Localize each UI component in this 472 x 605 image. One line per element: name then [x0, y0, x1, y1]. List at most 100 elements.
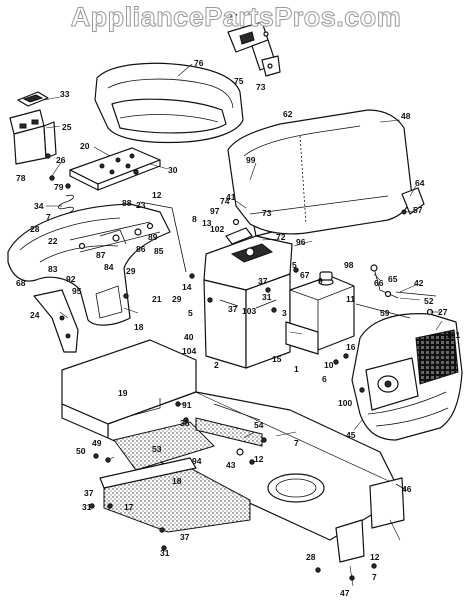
callout-19: 19: [118, 388, 128, 398]
callout-47: 47: [340, 588, 350, 598]
callout-50: 50: [76, 446, 86, 456]
callout-41: 41: [226, 192, 236, 202]
callout-2: 2: [214, 360, 219, 370]
callout-76: 76: [194, 58, 204, 68]
callout-15: 15: [272, 354, 282, 364]
callout-24: 24: [30, 310, 40, 320]
callout-8: 8: [192, 214, 197, 224]
callout-74: 74: [220, 196, 230, 206]
callout-77: 77: [228, 12, 238, 22]
fasteners: [45, 153, 377, 581]
battery: [9, 91, 57, 165]
callout-84: 84: [104, 262, 114, 272]
callout-9: 9: [318, 276, 323, 286]
callout-59: 59: [380, 308, 390, 318]
floor-mats: [99, 421, 251, 533]
callout-3: 3: [282, 308, 287, 318]
callout-53: 53: [152, 444, 162, 454]
callout-48: 48: [401, 111, 411, 121]
callout-22: 22: [48, 236, 58, 246]
callout-27: 27: [438, 307, 448, 317]
callout-64: 64: [415, 178, 425, 188]
callout-36: 36: [180, 418, 190, 428]
callout-66: 66: [374, 278, 384, 288]
callout-72: 72: [276, 232, 286, 242]
callout-28-b: 28: [306, 552, 316, 562]
callout-98: 98: [344, 260, 354, 270]
linkage: [69, 201, 187, 273]
callout-31-c: 31: [160, 548, 170, 558]
callout-75: 75: [234, 76, 244, 86]
callout-7-a: 7: [46, 212, 51, 222]
callout-37-b: 37: [228, 304, 238, 314]
callout-6: 6: [322, 374, 327, 384]
callout-91: 91: [182, 400, 192, 410]
callout-34: 34: [34, 201, 44, 211]
callout-14: 14: [182, 282, 192, 292]
seat-switch-bracket: [227, 21, 281, 77]
callout-12: 12: [152, 190, 162, 200]
callout-86: 86: [136, 244, 146, 254]
callout-13: 13: [202, 218, 212, 228]
callout-31-b: 31: [82, 502, 92, 512]
callout-65: 65: [388, 274, 398, 284]
footrest: [195, 417, 263, 456]
side-bracket: [33, 289, 79, 353]
callout-23: 23: [136, 200, 146, 210]
callout-7-b: 7: [294, 438, 299, 448]
callout-73: 73: [256, 82, 266, 92]
callout-16: 16: [346, 342, 356, 352]
callout-12-c: 12: [370, 552, 380, 562]
grille: [351, 313, 463, 441]
callout-68: 68: [16, 278, 26, 288]
callout-10: 10: [324, 360, 334, 370]
callout-31-a: 31: [262, 292, 272, 302]
rear-brackets: [335, 477, 407, 563]
callout-85: 85: [154, 246, 164, 256]
callout-97: 97: [210, 206, 220, 216]
callout-5-b: 5: [188, 308, 193, 318]
callout-101: 101: [446, 330, 460, 340]
dash-panel: [203, 235, 293, 369]
callout-29-b: 29: [172, 294, 182, 304]
callout-20: 20: [80, 141, 90, 151]
callout-11: 11: [346, 294, 355, 304]
callout-37-a: 37: [258, 276, 268, 286]
callout-17: 17: [124, 502, 134, 512]
callout-28-a: 28: [30, 224, 40, 234]
callout-52: 52: [424, 296, 434, 306]
rear-fender: [7, 203, 171, 326]
callout-18-a: 18: [134, 322, 144, 332]
callout-92: 92: [66, 274, 76, 284]
callout-46: 46: [402, 484, 412, 494]
callout-104: 104: [182, 346, 196, 356]
callout-100: 100: [338, 398, 352, 408]
callout-83: 83: [48, 264, 58, 274]
callout-94: 94: [192, 456, 202, 466]
callout-37-c: 37: [84, 488, 94, 498]
callout-40: 40: [184, 332, 194, 342]
callout-33: 33: [60, 89, 70, 99]
callout-67: 67: [300, 270, 310, 280]
callout-42: 42: [414, 278, 424, 288]
hood-hardware: [355, 264, 437, 319]
callout-96: 96: [296, 237, 306, 247]
callout-87: 87: [96, 250, 106, 260]
callout-37-d: 37: [180, 532, 190, 542]
callout-54: 54: [254, 420, 264, 430]
callout-57: 57: [413, 205, 423, 215]
callout-103: 103: [242, 306, 256, 316]
callout-43: 43: [226, 460, 236, 470]
callout-89: 89: [148, 232, 158, 242]
callout-labels: 76 77 75 73 33 25 20 26 78 79 30 62 48 9…: [16, 12, 460, 598]
callout-18-b: 18: [172, 476, 182, 486]
callout-73-b: 73: [262, 208, 272, 218]
callout-7-c: 7: [372, 572, 377, 582]
callout-49: 49: [92, 438, 102, 448]
callout-26: 26: [56, 155, 66, 165]
callout-21: 21: [152, 294, 162, 304]
callout-79: 79: [54, 182, 64, 192]
callout-1: 1: [294, 364, 299, 374]
callout-5-a: 5: [292, 260, 297, 270]
